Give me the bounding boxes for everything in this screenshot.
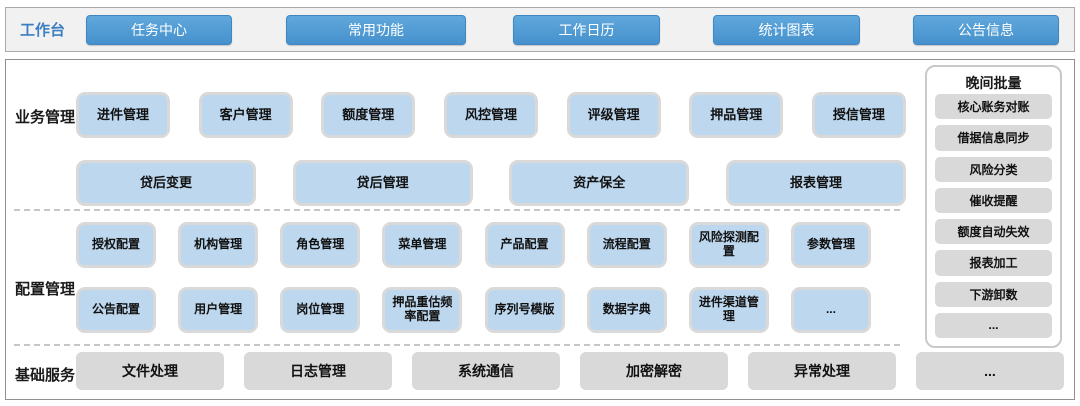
tile-file-processing[interactable]: 文件处理 <box>76 352 224 390</box>
tile-position-management[interactable]: 岗位管理 <box>280 287 361 333</box>
night-batch-list: 核心账务对账 借据信息同步 风险分类 催收提醒 额度自动失效 报表加工 下游卸数… <box>935 94 1052 338</box>
batch-item-downstream-data-export[interactable]: 下游卸数 <box>935 281 1052 307</box>
tile-parameter-management[interactable]: 参数管理 <box>790 222 871 268</box>
workbench-topbar: 工作台 任务中心 常用功能 工作日历 统计图表 公告信息 <box>5 7 1075 52</box>
night-batch-panel: 晚间批量 核心账务对账 借据信息同步 风险分类 催收提醒 额度自动失效 报表加工… <box>925 65 1062 348</box>
config-row-1: 授权配置 机构管理 角色管理 菜单管理 产品配置 流程配置 风险探测配置 参数管… <box>76 222 871 268</box>
tile-serial-number-template[interactable]: 序列号模版 <box>484 287 565 333</box>
section-label-config-management: 配置管理 <box>15 281 76 298</box>
tile-risk-control-management[interactable]: 风控管理 <box>443 92 538 138</box>
tile-role-management[interactable]: 角色管理 <box>280 222 361 268</box>
tile-menu-management[interactable]: 菜单管理 <box>382 222 463 268</box>
tile-credit-management[interactable]: 授信管理 <box>811 92 906 138</box>
tile-user-management[interactable]: 用户管理 <box>178 287 259 333</box>
config-row-2: 公告配置 用户管理 岗位管理 押品重估频率配置 序列号模版 数据字典 进件渠道管… <box>76 287 871 333</box>
tile-rating-management[interactable]: 评级管理 <box>566 92 661 138</box>
tile-collateral-management[interactable]: 押品管理 <box>689 92 784 138</box>
base-services-row: 文件处理 日志管理 系统通信 加密解密 异常处理 ... <box>76 352 1064 390</box>
section-divider <box>14 344 900 346</box>
workbench-label: 工作台 <box>20 22 66 39</box>
tile-auth-config[interactable]: 授权配置 <box>76 222 156 268</box>
tile-exception-handling[interactable]: 异常处理 <box>748 352 896 390</box>
tile-process-config[interactable]: 流程配置 <box>586 222 667 268</box>
batch-item-more[interactable]: ... <box>935 312 1052 338</box>
batch-item-loan-note-info-sync[interactable]: 借据信息同步 <box>935 125 1052 151</box>
topbar-button-work-calendar[interactable]: 工作日历 <box>513 14 660 45</box>
section-label-base-services: 基础服务 <box>15 367 76 384</box>
topbar-button-announcements[interactable]: 公告信息 <box>913 14 1059 45</box>
batch-item-report-processing[interactable]: 报表加工 <box>935 250 1052 276</box>
business-row-1: 进件管理 客户管理 额度管理 风控管理 评级管理 押品管理 授信管理 <box>76 92 906 138</box>
tile-base-more[interactable]: ... <box>916 352 1064 390</box>
section-divider <box>14 209 900 211</box>
tile-announcement-config[interactable]: 公告配置 <box>76 287 156 333</box>
batch-item-quota-auto-expire[interactable]: 额度自动失效 <box>935 219 1052 245</box>
tile-org-management[interactable]: 机构管理 <box>178 222 259 268</box>
night-batch-title: 晚间批量 <box>965 75 1022 91</box>
section-label-business-management: 业务管理 <box>15 109 76 126</box>
tile-encryption-decryption[interactable]: 加密解密 <box>580 352 728 390</box>
tile-postloan-change[interactable]: 贷后变更 <box>76 160 256 206</box>
tile-log-management[interactable]: 日志管理 <box>244 352 392 390</box>
tile-report-management[interactable]: 报表管理 <box>725 160 906 206</box>
business-row-2: 贷后变更 贷后管理 资产保全 报表管理 <box>76 160 906 206</box>
tile-intake-management[interactable]: 进件管理 <box>76 92 170 138</box>
tile-quota-management[interactable]: 额度管理 <box>321 92 416 138</box>
tile-data-dictionary[interactable]: 数据字典 <box>586 287 667 333</box>
tile-risk-detection-config[interactable]: 风险探测配置 <box>688 222 769 268</box>
tile-product-config[interactable]: 产品配置 <box>484 222 565 268</box>
tile-config-more[interactable]: ... <box>790 287 871 333</box>
topbar-button-task-center[interactable]: 任务中心 <box>86 14 232 45</box>
tile-asset-preservation[interactable]: 资产保全 <box>509 160 690 206</box>
topbar-button-common-functions[interactable]: 常用功能 <box>286 14 466 45</box>
batch-item-risk-classification[interactable]: 风险分类 <box>935 156 1052 182</box>
tile-collateral-revaluation-config[interactable]: 押品重估频率配置 <box>382 287 463 333</box>
batch-item-collection-reminder[interactable]: 催收提醒 <box>935 187 1052 213</box>
tile-customer-management[interactable]: 客户管理 <box>198 92 293 138</box>
tile-postloan-management[interactable]: 贷后管理 <box>292 160 473 206</box>
main-panel: 业务管理 配置管理 基础服务 进件管理 客户管理 额度管理 风控管理 评级管理 … <box>5 59 1075 400</box>
topbar-button-statistics-charts[interactable]: 统计图表 <box>713 14 860 45</box>
tile-intake-channel-management[interactable]: 进件渠道管理 <box>688 287 769 333</box>
batch-item-core-account-reconciliation[interactable]: 核心账务对账 <box>935 94 1052 120</box>
tile-system-communication[interactable]: 系统通信 <box>412 352 560 390</box>
